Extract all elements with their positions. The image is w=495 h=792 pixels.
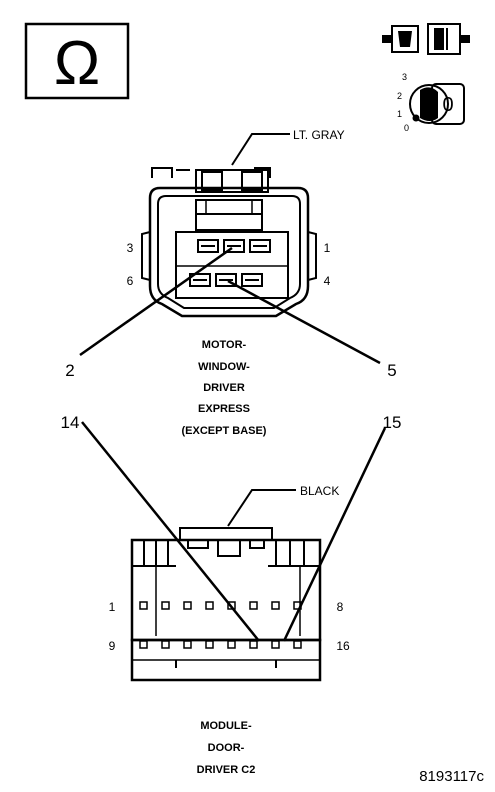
cavity-row-1 <box>139 601 302 610</box>
ohmmeter-symbol: Ω <box>24 22 130 100</box>
callout-15: 15 <box>383 413 402 432</box>
ignition-position-0: 0 <box>404 123 409 133</box>
top-caption-line-3: DRIVER <box>203 382 245 394</box>
ignition-position-1: 1 <box>397 109 402 119</box>
top-caption-line-4: EXPRESS <box>198 403 250 415</box>
lt-gray-callout: LT. GRAY <box>293 128 345 142</box>
cavity-row-2 <box>139 640 302 649</box>
callout-2: 2 <box>65 361 74 380</box>
top-pin-4: 4 <box>324 274 331 288</box>
bottom-pin-9: 9 <box>109 639 116 653</box>
ignition-key-label: 0 <box>442 94 453 116</box>
bottom-pin-16: 16 <box>336 639 350 653</box>
top-caption-line-2: WINDOW- <box>198 361 250 373</box>
top-pin-6: 6 <box>127 274 134 288</box>
ohm-icon: Ω <box>54 29 100 98</box>
top-connector: LT. GRAY 3 <box>65 128 396 437</box>
bottom-caption-line-1: MODULE- <box>200 720 252 732</box>
bottom-caption-line-2: DOOR- <box>208 742 245 754</box>
top-caption-line-5: (EXCEPT BASE) <box>182 425 267 437</box>
bottom-pin-8: 8 <box>337 600 344 614</box>
top-pin-1: 1 <box>324 241 331 255</box>
top-pin-3: 3 <box>127 241 134 255</box>
ignition-position-2: 2 <box>397 91 402 101</box>
top-caption-line-1: MOTOR- <box>202 339 247 351</box>
ignition-off-icon: 0 3 2 1 0 <box>397 72 465 133</box>
black-callout: BLACK <box>300 484 339 498</box>
callout-5: 5 <box>387 361 396 380</box>
figure-id: 8193117c <box>419 768 484 785</box>
ignition-position-3: 3 <box>402 72 407 82</box>
callout-14: 14 <box>61 413 80 432</box>
bottom-connector: BLACK <box>61 413 402 776</box>
bottom-caption-line-3: DRIVER C2 <box>197 764 256 776</box>
bottom-pin-1: 1 <box>109 600 116 614</box>
disconnect-connector-icon <box>382 23 470 55</box>
